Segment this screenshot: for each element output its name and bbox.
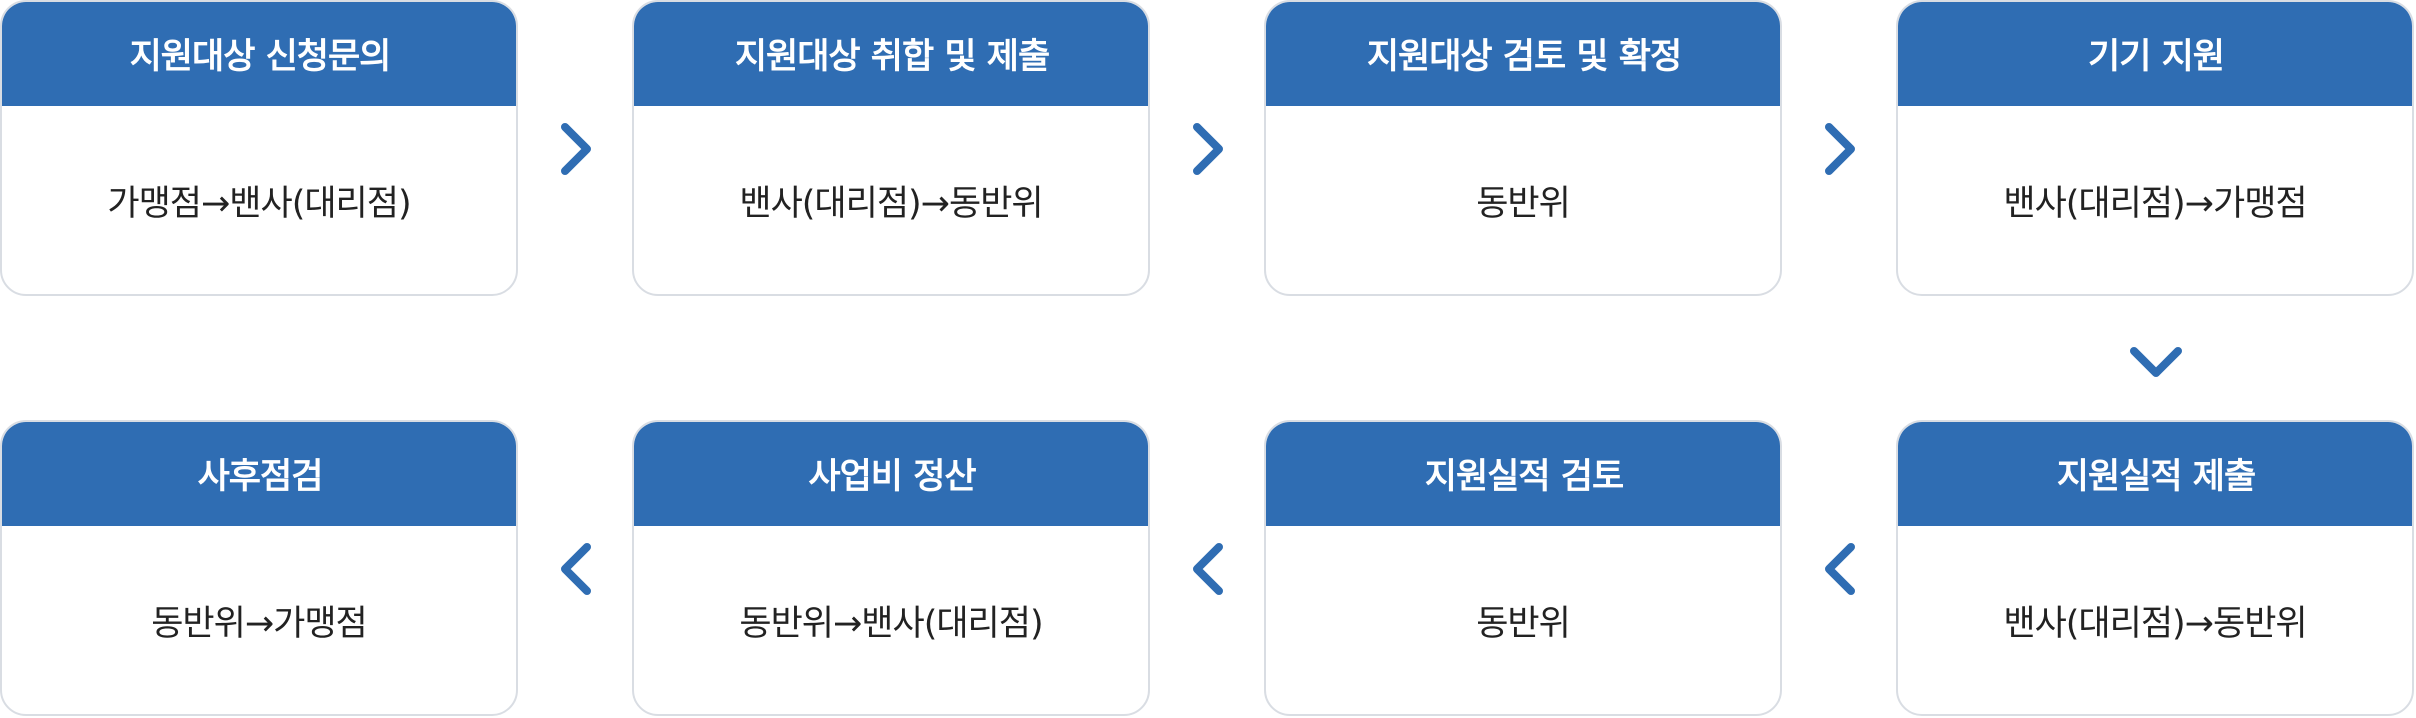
chevron-left-icon — [556, 539, 596, 599]
step-8-actor: 동반위→가맹점 — [151, 603, 368, 644]
step-3: 지원대상 검토 및 확정 동반위 — [1264, 0, 1782, 296]
chevron-down-icon — [2126, 342, 2186, 382]
step-2-actor: 밴사(대리점)→동반위 — [739, 183, 1043, 224]
step-6-title: 지원실적 검토 — [1266, 422, 1780, 526]
chevron-left-icon — [1820, 539, 1860, 599]
step-7-actor: 동반위→밴사(대리점) — [739, 603, 1043, 644]
step-4-title: 기기 지원 — [1898, 2, 2412, 106]
chevron-right-icon — [1188, 119, 1228, 179]
step-5-title: 지원실적 제출 — [1898, 422, 2412, 526]
step-3-title: 지원대상 검토 및 확정 — [1266, 2, 1780, 106]
step-8: 사후점검 동반위→가맹점 — [0, 420, 518, 716]
step-4-actor: 밴사(대리점)→가맹점 — [2003, 183, 2307, 224]
step-5: 지원실적 제출 밴사(대리점)→동반위 — [1896, 420, 2414, 716]
step-1: 지원대상 신청문의 가맹점→밴사(대리점) — [0, 0, 518, 296]
chevron-right-icon — [1820, 119, 1860, 179]
step-3-actor: 동반위 — [1476, 183, 1571, 224]
chevron-left-icon — [1188, 539, 1228, 599]
step-6-actor: 동반위 — [1476, 603, 1571, 644]
step-1-actor: 가맹점→밴사(대리점) — [107, 183, 411, 224]
step-2: 지원대상 취합 및 제출 밴사(대리점)→동반위 — [632, 0, 1150, 296]
step-7-title: 사업비 정산 — [634, 422, 1148, 526]
step-8-title: 사후점검 — [2, 422, 516, 526]
step-7: 사업비 정산 동반위→밴사(대리점) — [632, 420, 1150, 716]
step-2-title: 지원대상 취합 및 제출 — [634, 2, 1148, 106]
step-1-title: 지원대상 신청문의 — [2, 2, 516, 106]
chevron-right-icon — [556, 119, 596, 179]
step-5-actor: 밴사(대리점)→동반위 — [2003, 603, 2307, 644]
step-4: 기기 지원 밴사(대리점)→가맹점 — [1896, 0, 2414, 296]
step-6: 지원실적 검토 동반위 — [1264, 420, 1782, 716]
